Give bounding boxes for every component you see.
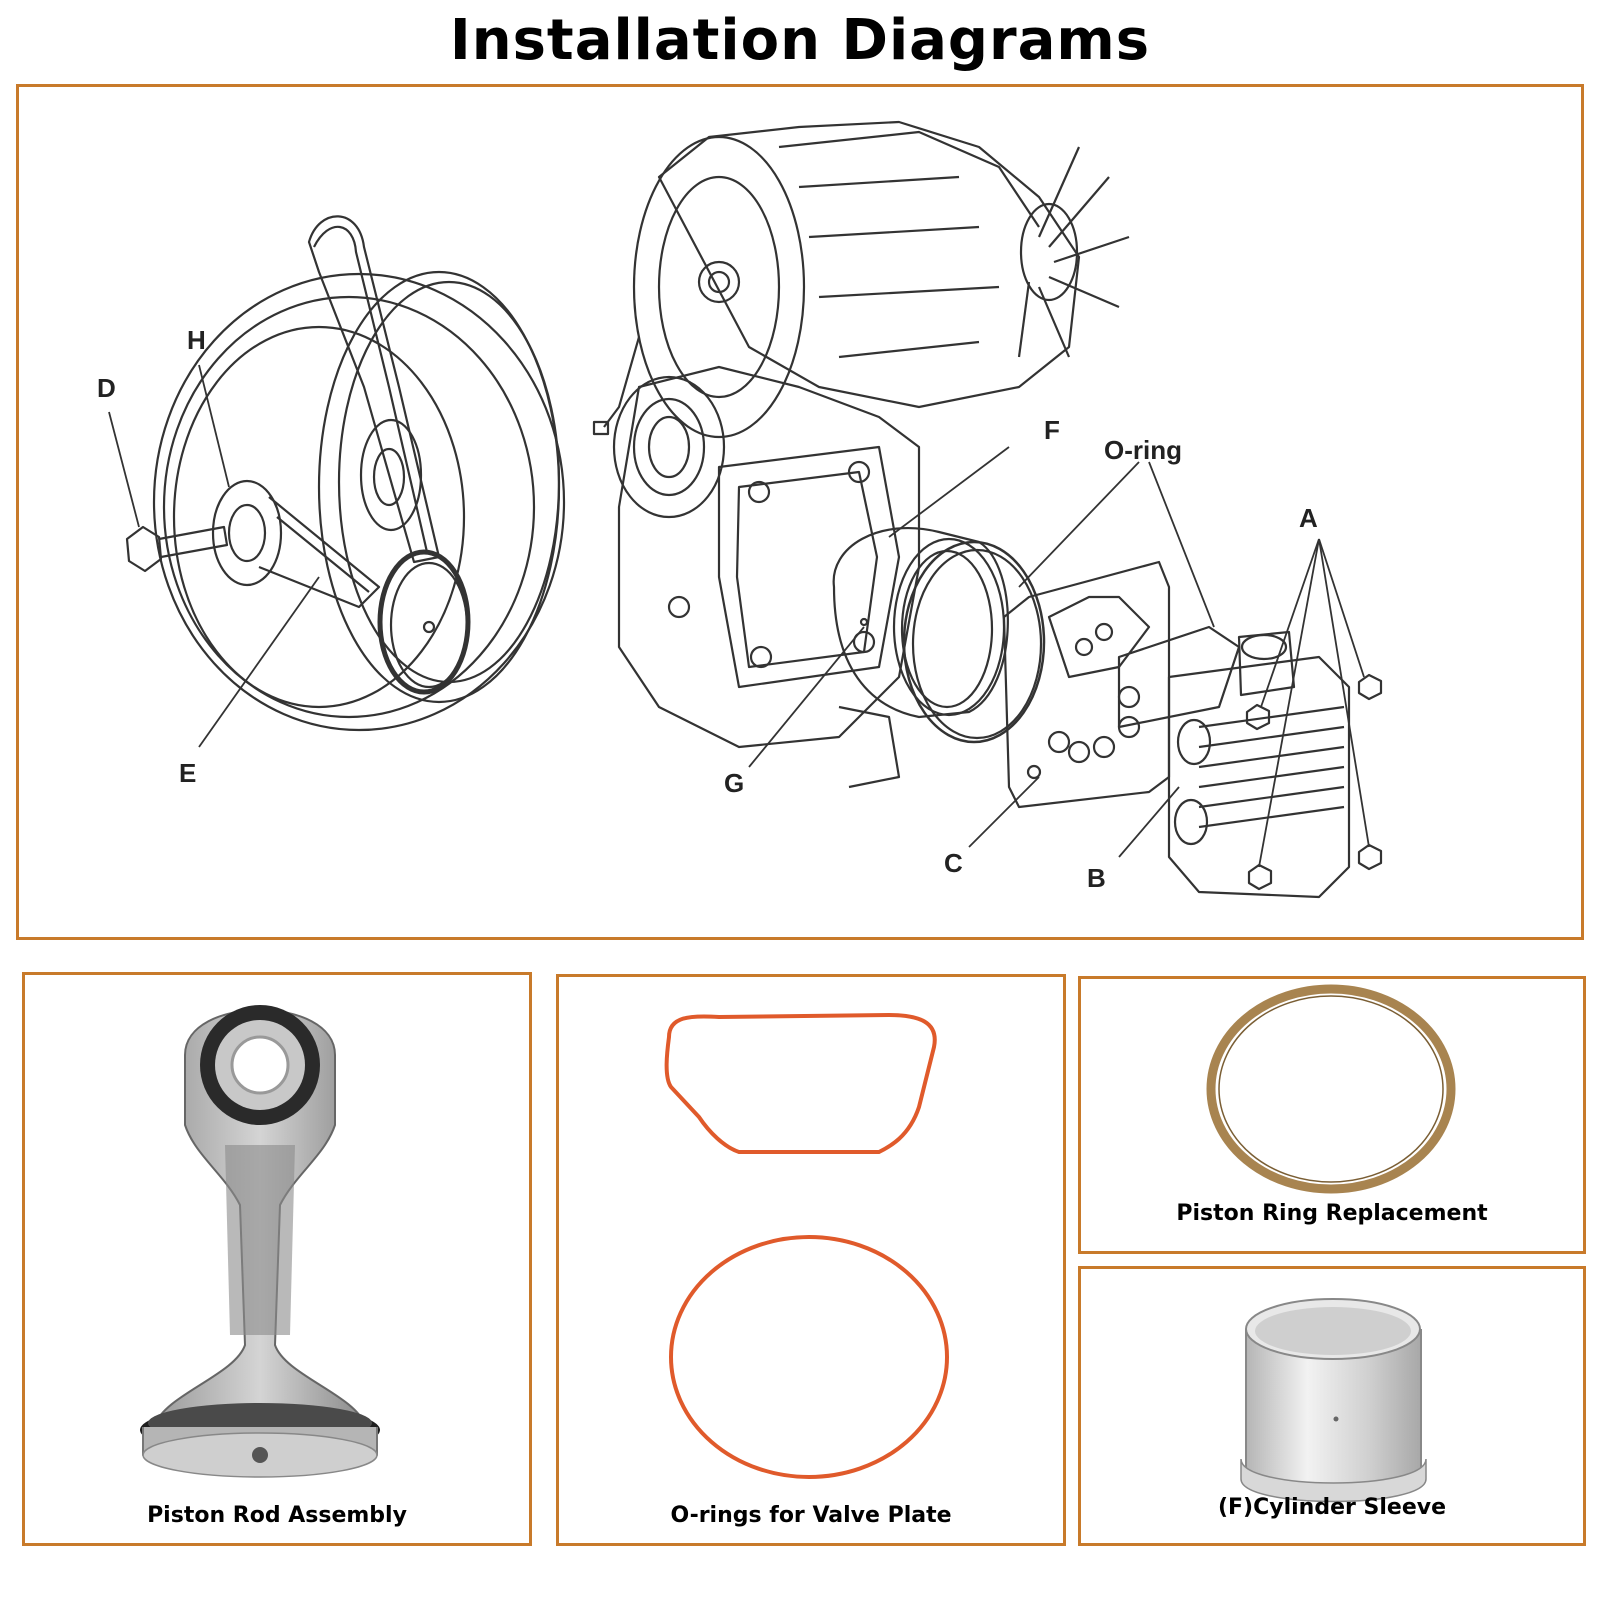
oring-large: [902, 540, 1046, 744]
label-g: G: [724, 768, 744, 798]
orings-image: [664, 1012, 949, 1479]
cylinder-sleeve-caption: (F)Cylinder Sleeve: [1217, 1495, 1447, 1520]
orings-caption: O-rings for Valve Plate: [670, 1503, 952, 1528]
piston-rod-image: [140, 1005, 380, 1478]
label-b: B: [1087, 863, 1106, 893]
cylinder-sleeve-image: [1240, 1298, 1427, 1503]
piston-rod-panel: Piston Rod Assembly: [22, 972, 532, 1546]
fan-blades: [1017, 146, 1130, 358]
bolts-a: [1245, 673, 1383, 891]
orings-panel: O-rings for Valve Plate: [556, 974, 1066, 1546]
bolt-d: [125, 525, 229, 573]
piston-ring-caption: Piston Ring Replacement: [1176, 1201, 1488, 1226]
piston-ring-panel: Piston Ring Replacement: [1078, 976, 1586, 1254]
label-e: E: [179, 758, 196, 788]
piston-rod-caption: Piston Rod Assembly: [147, 1503, 407, 1528]
cylinder-sleeve-panel: (F)Cylinder Sleeve: [1078, 1266, 1586, 1546]
exploded-diagram-panel: D H E F G O-ring A C B: [16, 84, 1584, 940]
cylinder-head-b: [1167, 630, 1351, 899]
connecting-rod-h: [211, 479, 471, 695]
label-d: D: [97, 373, 116, 403]
label-h: H: [187, 325, 206, 355]
label-a: A: [1299, 503, 1318, 533]
piston-ring-image: [1206, 984, 1456, 1194]
motor-group: [592, 120, 1130, 439]
page-title: Installation Diagrams: [449, 8, 1151, 73]
label-c: C: [944, 848, 963, 878]
exploded-diagram: D H E F G O-ring A C B: [97, 120, 1383, 899]
label-oring: O-ring: [1104, 435, 1182, 465]
crankcase: [612, 365, 921, 789]
oring-small: [1117, 625, 1241, 729]
label-f: F: [1044, 415, 1060, 445]
valve-plate-c: [1002, 560, 1171, 809]
pulley-group: [152, 215, 566, 732]
